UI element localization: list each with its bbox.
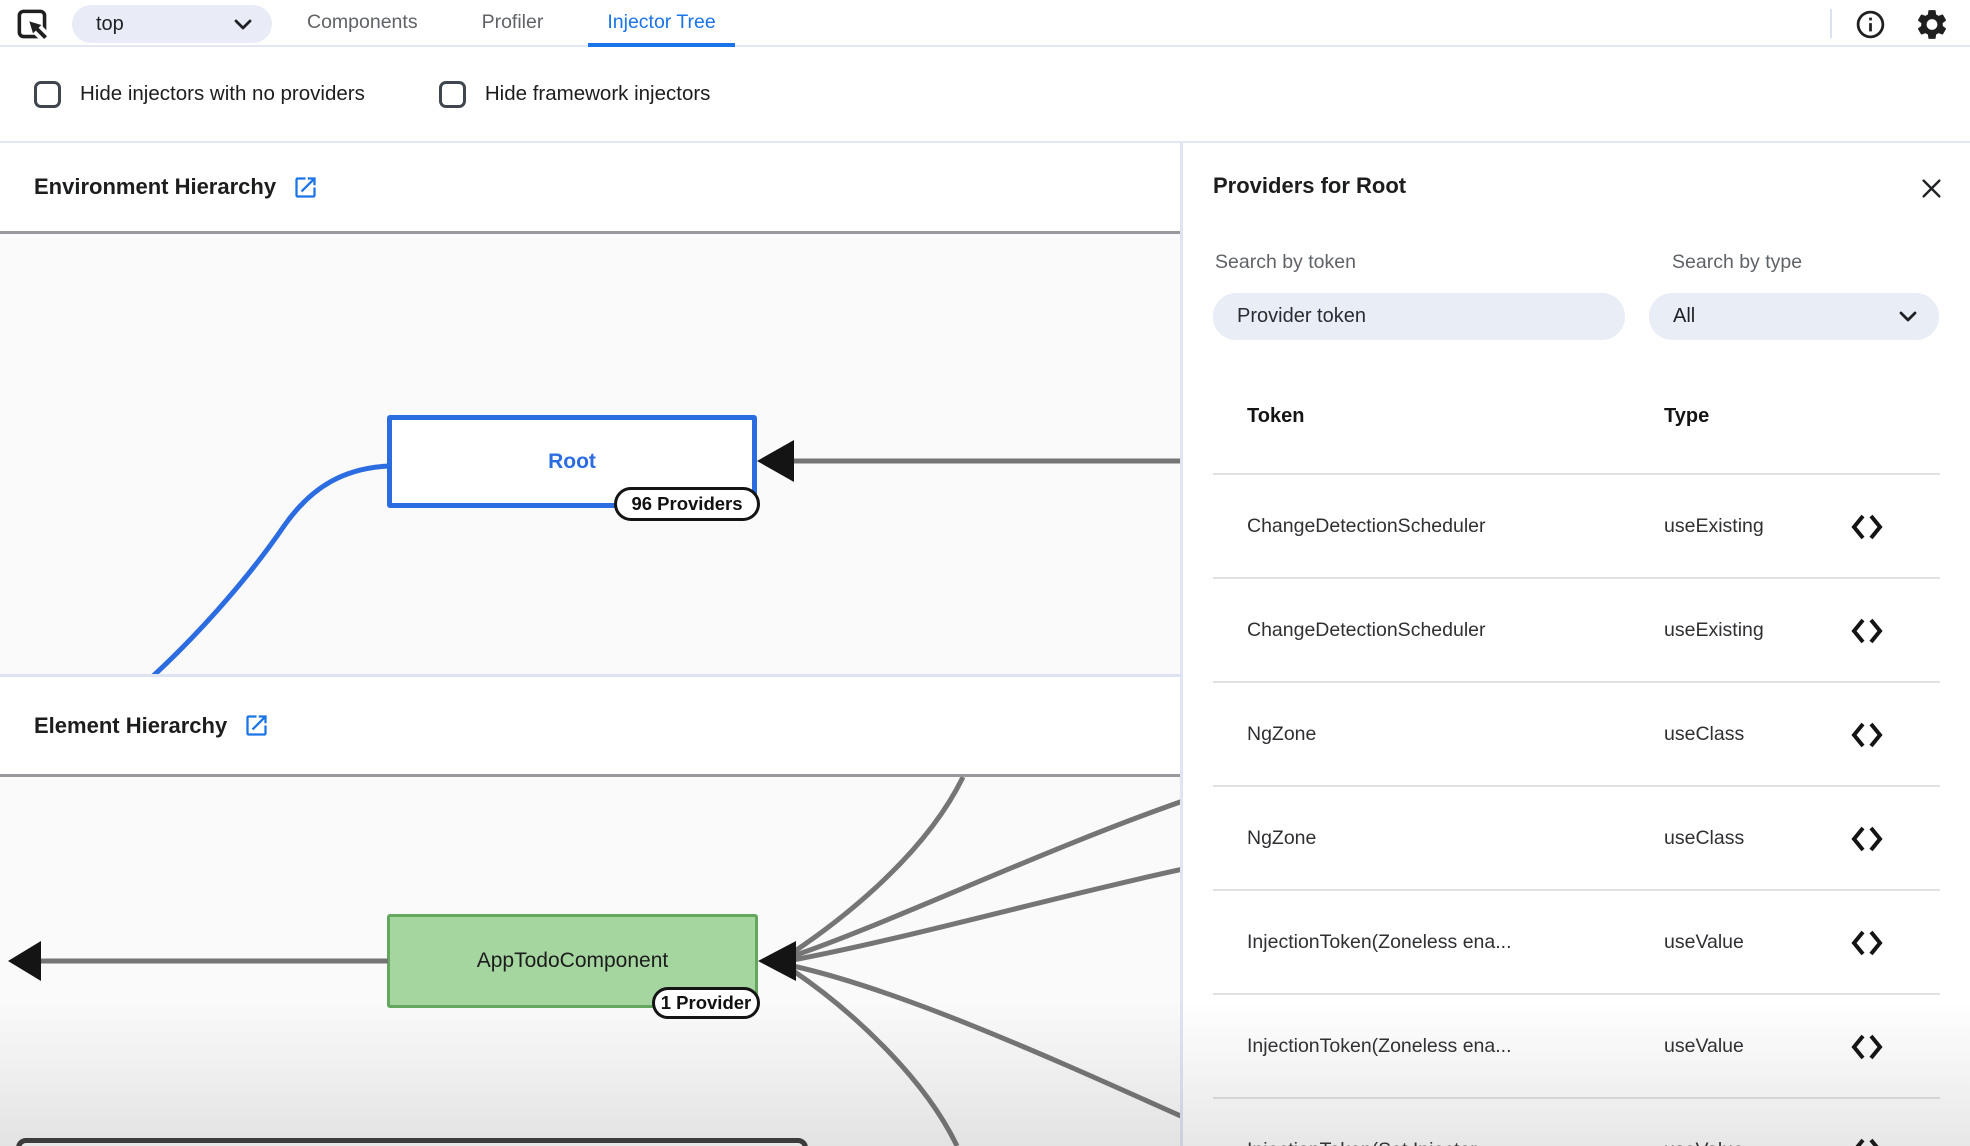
provider-row: ChangeDetectionScheduler useExisting <box>1213 579 1940 683</box>
provider-type-select-value: All <box>1673 305 1696 327</box>
arrowhead-icon <box>757 440 794 482</box>
provider-token-cell: ChangeDetectionScheduler <box>1247 515 1486 537</box>
code-icon[interactable] <box>1831 927 1903 959</box>
element-hierarchy-title: Element Hierarchy <box>34 712 228 738</box>
code-icon[interactable] <box>1831 615 1903 647</box>
element-hierarchy-graph: AppTodoComponent 1 Provider <box>0 777 1180 1146</box>
provider-row: InjectionToken(Set Injector... useValue <box>1213 1099 1940 1146</box>
provider-type-select[interactable]: All <box>1649 293 1939 340</box>
arrowhead-icon <box>758 941 796 981</box>
environment-hierarchy-title: Environment Hierarchy <box>34 174 277 199</box>
provider-type-cell: useValue <box>1664 931 1744 953</box>
code-icon[interactable] <box>1831 511 1903 543</box>
provider-token-cell: InjectionToken(Set Injector... <box>1247 1139 1492 1146</box>
root-providers-badge: 96 Providers <box>614 487 760 521</box>
hide-no-providers-label: Hide injectors with no providers <box>80 82 365 105</box>
hide-framework-checkbox[interactable] <box>438 80 466 108</box>
tab-injector-tree[interactable]: Injector Tree <box>588 0 735 47</box>
type-column-header: Type <box>1664 405 1710 427</box>
provider-token-cell: InjectionToken(Zoneless ena... <box>1247 931 1512 953</box>
provider-type-cell: useClass <box>1664 827 1745 849</box>
code-icon[interactable] <box>1831 719 1903 751</box>
token-column-header: Token <box>1247 405 1305 427</box>
element-providers-badge: 1 Provider <box>652 987 760 1019</box>
filter-hide-framework: Hide framework injectors <box>438 80 711 108</box>
chevron-down-icon <box>234 19 252 30</box>
provider-token-cell: NgZone <box>1247 827 1317 849</box>
element-node-label: AppTodoComponent <box>476 949 669 972</box>
external-link-icon[interactable] <box>292 174 319 201</box>
provider-token-cell: InjectionToken(Zoneless ena... <box>1247 1035 1512 1057</box>
providers-panel-title: Providers for Root <box>1213 173 1407 198</box>
root-injector-node[interactable]: Root <box>387 415 757 508</box>
provider-type-cell: useValue <box>1664 1139 1744 1146</box>
inspect-element-icon[interactable] <box>12 4 54 46</box>
provider-type-cell: useExisting <box>1664 619 1764 641</box>
filter-hide-no-providers: Hide injectors with no providers <box>34 80 365 108</box>
code-icon[interactable] <box>1831 823 1903 855</box>
provider-token-search-input[interactable] <box>1213 293 1625 340</box>
provider-type-cell: useExisting <box>1664 515 1764 537</box>
settings-gear-icon[interactable] <box>1914 6 1950 42</box>
hide-framework-label: Hide framework injectors <box>484 82 711 105</box>
injector-tree-column: Environment Hierarchy Root 96 Providers … <box>0 143 1183 1146</box>
environment-hierarchy-graph: Root 96 Providers <box>0 234 1180 677</box>
tab-components[interactable]: Components <box>307 11 418 33</box>
provider-type-cell: useValue <box>1664 1035 1744 1057</box>
active-tab-underline <box>588 43 735 47</box>
search-by-type-label: Search by type <box>1672 251 1803 273</box>
frame-selector-dropdown[interactable]: top <box>72 5 272 43</box>
tab-list: Components Profiler Injector Tree <box>288 0 735 47</box>
info-icon[interactable] <box>1852 6 1888 42</box>
hide-no-providers-checkbox[interactable] <box>34 80 61 108</box>
tab-profiler[interactable]: Profiler <box>481 11 544 33</box>
provider-row: NgZone useClass <box>1213 787 1940 891</box>
chevron-down-icon <box>1899 311 1917 322</box>
provider-token-cell: NgZone <box>1247 723 1317 745</box>
provider-token-cell: ChangeDetectionScheduler <box>1247 619 1486 641</box>
close-icon[interactable] <box>1914 171 1948 205</box>
root-node-label: Root <box>548 449 596 473</box>
code-icon[interactable] <box>1831 1031 1903 1063</box>
providers-panel: Providers for Root Search by token Searc… <box>1183 143 1970 1146</box>
arrowhead-icon <box>8 941 41 981</box>
provider-type-cell: useClass <box>1664 723 1745 745</box>
external-link-icon[interactable] <box>243 712 270 739</box>
search-by-token-label: Search by token <box>1215 251 1356 273</box>
provider-row: InjectionToken(Zoneless ena... useValue <box>1213 891 1940 995</box>
provider-row: NgZone useClass <box>1213 683 1940 787</box>
toolbar-divider <box>1830 9 1832 38</box>
element-hierarchy-header: Element Hierarchy <box>0 677 1180 777</box>
provider-row: InjectionToken(Zoneless ena... useValue <box>1213 995 1940 1099</box>
providers-table-body: ChangeDetectionScheduler useExisting Cha… <box>1213 473 1940 1146</box>
toolbar: top Components Profiler Injector Tree <box>0 0 1970 47</box>
code-icon[interactable] <box>1831 1135 1903 1146</box>
partially-visible-node[interactable] <box>16 1138 808 1146</box>
filter-bar: Hide injectors with no providers Hide fr… <box>0 47 1970 143</box>
frame-selector-value: top <box>96 12 124 35</box>
environment-hierarchy-header: Environment Hierarchy <box>0 143 1180 234</box>
provider-row: ChangeDetectionScheduler useExisting <box>1213 475 1940 579</box>
